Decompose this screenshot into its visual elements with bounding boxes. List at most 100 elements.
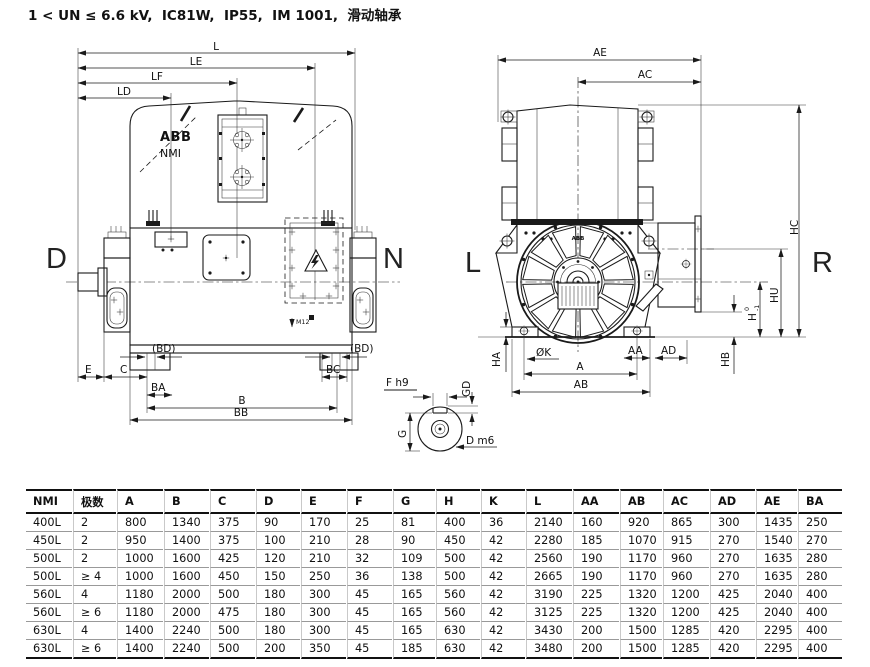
column-header: 极数 bbox=[73, 489, 116, 514]
accessory-box bbox=[154, 231, 188, 252]
table-cell: 500 bbox=[436, 550, 480, 568]
technical-drawing: L LE LF LD ABB NMI bbox=[46, 41, 833, 452]
table-cell: 475 bbox=[210, 604, 255, 622]
high-voltage-warning-icon bbox=[304, 248, 328, 272]
dim-label-hu: HU bbox=[769, 287, 781, 303]
table-cell: 1435 bbox=[756, 514, 797, 532]
dim-label-ha: HA bbox=[491, 351, 503, 367]
dim-label-hc: HC bbox=[789, 220, 801, 235]
table-cell: 36 bbox=[481, 514, 525, 532]
table-cell: 560L bbox=[26, 586, 72, 604]
column-header: L bbox=[526, 489, 572, 514]
column-header: AE bbox=[756, 489, 797, 514]
table-cell: 90 bbox=[256, 514, 300, 532]
fan-blade bbox=[601, 283, 634, 309]
dim-label-f: F h9 bbox=[386, 377, 409, 389]
table-cell: 500 bbox=[210, 586, 255, 604]
dim-label-a: A bbox=[576, 361, 584, 373]
table-cell: 2560 bbox=[526, 550, 572, 568]
table-cell: 165 bbox=[393, 586, 435, 604]
dim-label-k: ØK bbox=[536, 347, 552, 359]
table-cell: 4 bbox=[73, 586, 116, 604]
table-cell: 920 bbox=[620, 514, 662, 532]
table-cell: 250 bbox=[301, 568, 346, 586]
column-header: D bbox=[256, 489, 300, 514]
table-cell: 270 bbox=[710, 532, 755, 550]
table-cell: 100 bbox=[256, 532, 300, 550]
table-cell: 1400 bbox=[117, 640, 163, 659]
column-header: G bbox=[393, 489, 435, 514]
table-cell: 25 bbox=[347, 514, 392, 532]
table-cell: 500 bbox=[210, 640, 255, 659]
table-cell: 300 bbox=[301, 604, 346, 622]
table-cell: 300 bbox=[301, 586, 346, 604]
table-cell: 42 bbox=[481, 586, 525, 604]
column-header: A bbox=[117, 489, 163, 514]
left-side-letter: L bbox=[465, 247, 481, 279]
table-cell: 500L bbox=[26, 568, 72, 586]
table-cell: 28 bbox=[347, 532, 392, 550]
table-cell: 450L bbox=[26, 532, 72, 550]
column-header: BA bbox=[798, 489, 842, 514]
table-cell: 400L bbox=[26, 514, 72, 532]
table-cell: 170 bbox=[301, 514, 346, 532]
fan-blade bbox=[579, 226, 605, 259]
dim-label-bd-right: (BD) bbox=[350, 343, 373, 355]
top-terminal-box bbox=[217, 107, 268, 203]
abb-logo: ABB bbox=[160, 130, 191, 145]
bearing-nondrive-end bbox=[349, 226, 377, 333]
table-cell: 865 bbox=[663, 514, 709, 532]
table-cell: 36 bbox=[347, 568, 392, 586]
table-cell: 270 bbox=[710, 568, 755, 586]
dim-label-ab: AB bbox=[574, 379, 588, 391]
table-cell: 200 bbox=[256, 640, 300, 659]
table-cell: 2140 bbox=[526, 514, 572, 532]
table-cell: 1070 bbox=[620, 532, 662, 550]
table-cell: 500L bbox=[26, 550, 72, 568]
dim-label-le: LE bbox=[190, 56, 202, 68]
table-cell: ≥ 6 bbox=[73, 640, 116, 659]
table-cell: 200 bbox=[573, 622, 619, 640]
table-cell: 165 bbox=[393, 622, 435, 640]
column-header: H bbox=[436, 489, 480, 514]
fan-blade bbox=[551, 226, 577, 259]
table-cell: 1635 bbox=[756, 550, 797, 568]
table-cell: 425 bbox=[710, 586, 755, 604]
table-cell: 120 bbox=[256, 550, 300, 568]
dim-label-ba: BA bbox=[151, 382, 166, 394]
dim-label-hb: HB bbox=[720, 352, 732, 367]
table-cell: 375 bbox=[210, 532, 255, 550]
air-cooler bbox=[499, 104, 656, 225]
table-cell: 1200 bbox=[663, 586, 709, 604]
table-cell: 3430 bbox=[526, 622, 572, 640]
table-cell: 138 bbox=[393, 568, 435, 586]
table-cell: 1500 bbox=[620, 622, 662, 640]
dim-label-aa: AA bbox=[628, 345, 643, 357]
table-cell: 1180 bbox=[117, 604, 163, 622]
table-cell: 42 bbox=[481, 604, 525, 622]
dim-label-c: C bbox=[120, 364, 127, 376]
dim-h-tol-upper: 0 bbox=[744, 307, 751, 311]
table-cell: 32 bbox=[347, 550, 392, 568]
table-cell: 4 bbox=[73, 622, 116, 640]
fan-blade bbox=[530, 234, 564, 268]
column-header: NMI bbox=[26, 489, 72, 514]
table-cell: 630 bbox=[436, 640, 480, 659]
dim-label-ad: AD bbox=[661, 345, 676, 357]
table-cell: 2 bbox=[73, 550, 116, 568]
table-cell: 960 bbox=[663, 550, 709, 568]
table-cell: 1540 bbox=[756, 532, 797, 550]
table-cell: 185 bbox=[573, 532, 619, 550]
table-cell: 160 bbox=[573, 514, 619, 532]
dim-label-bb: BB bbox=[234, 407, 248, 419]
table-cell: 1000 bbox=[117, 568, 163, 586]
table-cell: 180 bbox=[256, 622, 300, 640]
table-cell: 630L bbox=[26, 640, 72, 659]
